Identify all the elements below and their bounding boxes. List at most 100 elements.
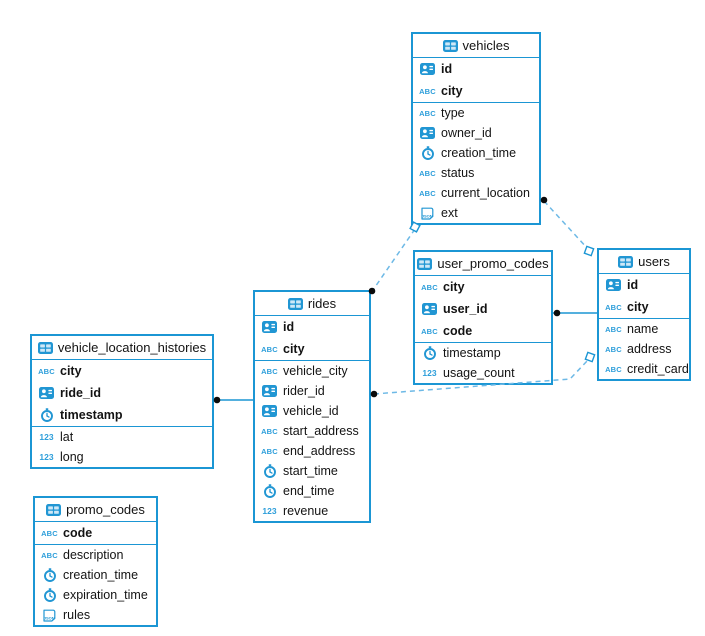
dot-marker xyxy=(213,396,221,404)
table-name: promo_codes xyxy=(66,502,145,517)
abc-icon: ABC xyxy=(419,108,436,118)
abc-icon: ABC xyxy=(605,344,622,354)
field-name: timestamp xyxy=(60,408,123,422)
field-row: vehicle_id xyxy=(255,401,369,421)
field-name: expiration_time xyxy=(63,588,148,602)
field-name: credit_card xyxy=(627,362,689,376)
field-name: description xyxy=(63,548,124,562)
clock-icon xyxy=(40,568,59,582)
id-card-icon xyxy=(260,405,279,417)
json-doc-icon: JSON xyxy=(40,609,59,622)
abc-icon: ABC xyxy=(41,528,58,538)
diamond-marker xyxy=(583,245,595,257)
field-name: vehicle_city xyxy=(283,364,348,378)
abc-icon: ABC xyxy=(261,366,278,376)
field-row: owner_id xyxy=(413,123,539,143)
field-name: city xyxy=(627,300,649,314)
table-header[interactable]: rides xyxy=(255,292,369,316)
field-section: ABC description creation_time expiration_ti… xyxy=(35,545,156,625)
connector-vehicle-location-histories-rides[interactable] xyxy=(213,396,253,404)
abc-icon: ABC xyxy=(419,86,436,96)
field-row: 123 revenue xyxy=(255,501,369,521)
field-row: rider_id xyxy=(255,381,369,401)
table-icon xyxy=(37,341,53,354)
field-name: city xyxy=(443,280,465,294)
123-icon: 123 xyxy=(262,506,277,516)
table-name: users xyxy=(638,254,670,269)
field-name: ext xyxy=(441,206,458,220)
field-row: ABC city xyxy=(415,276,551,298)
abc-icon: ABC xyxy=(41,550,58,560)
abc-icon: ABC xyxy=(605,364,622,374)
dot-marker xyxy=(553,309,561,317)
id-card-icon xyxy=(418,127,437,139)
field-row: 123 long xyxy=(32,447,212,467)
table-header[interactable]: vehicles xyxy=(413,34,539,58)
abc-icon: ABC xyxy=(261,344,278,354)
table-header[interactable]: users xyxy=(599,250,689,274)
table-icon xyxy=(618,255,634,268)
abc-icon: ABC xyxy=(261,426,278,436)
table-name: vehicle_location_histories xyxy=(57,340,207,355)
table-header[interactable]: user_promo_codes xyxy=(415,252,551,276)
field-row: user_id xyxy=(415,298,551,320)
clock-icon xyxy=(260,484,279,498)
field-row: start_time xyxy=(255,461,369,481)
table-icon xyxy=(287,297,303,310)
field-row: timestamp xyxy=(32,404,212,426)
field-name: long xyxy=(60,450,84,464)
clock-icon xyxy=(260,464,279,478)
id-card-icon xyxy=(37,387,56,399)
field-name: timestamp xyxy=(443,346,501,360)
field-name: id xyxy=(283,320,295,334)
field-name: creation_time xyxy=(63,568,139,582)
field-name: type xyxy=(441,106,465,120)
diamond-marker xyxy=(584,351,596,363)
svg-text:JSON: JSON xyxy=(422,213,433,218)
json-doc-icon: JSON xyxy=(418,207,437,220)
field-name: user_id xyxy=(443,302,488,316)
field-name: vehicle_id xyxy=(283,404,339,418)
connector-user-promo-codes-users[interactable] xyxy=(553,309,597,317)
clock-icon xyxy=(40,588,59,602)
clock-icon xyxy=(420,346,439,360)
table-header[interactable]: promo_codes xyxy=(35,498,156,522)
field-name: ride_id xyxy=(60,386,101,400)
field-row: ABC vehicle_city xyxy=(255,361,369,381)
field-name: start_address xyxy=(283,424,359,438)
abc-icon: ABC xyxy=(421,282,438,292)
field-row: id xyxy=(599,274,689,296)
table-icon xyxy=(417,257,433,270)
field-row: JSON ext xyxy=(413,203,539,223)
field-row: ride_id xyxy=(32,382,212,404)
table-header[interactable]: vehicle_location_histories xyxy=(32,336,212,360)
clock-icon xyxy=(418,146,437,160)
id-card-icon xyxy=(260,321,279,333)
field-name: status xyxy=(441,166,475,180)
connector-vehicles-users[interactable] xyxy=(540,196,595,257)
123-icon: 123 xyxy=(39,452,54,462)
field-name: id xyxy=(441,62,453,76)
field-name: revenue xyxy=(283,504,329,518)
